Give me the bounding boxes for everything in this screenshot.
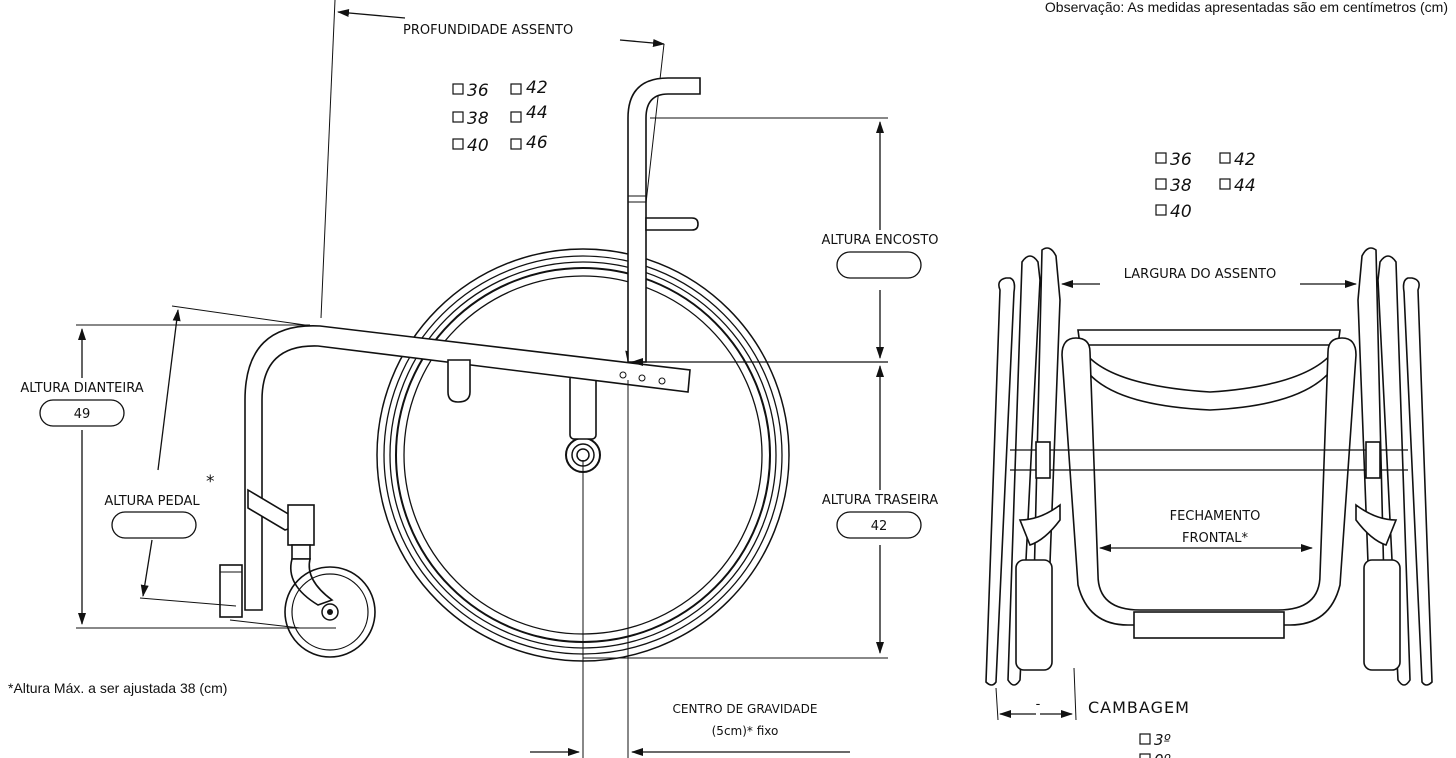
seat-width-checkbox-40[interactable]: [1155, 204, 1167, 216]
seat-depth-option-36: 36: [467, 81, 489, 101]
rear-height-value: 42: [871, 519, 888, 534]
seat-width-checkbox-38[interactable]: [1155, 178, 1167, 190]
rear-height-label: ALTURA TRASEIRA: [822, 493, 938, 508]
front-closure-label-line1: FECHAMENTO: [1170, 509, 1261, 524]
seat-width-option-38: 38: [1170, 176, 1192, 196]
seat-depth-checkbox-44[interactable]: [510, 111, 522, 123]
pedal-top-extension: [171, 305, 313, 327]
camber-value-dash: -: [1036, 697, 1041, 712]
seat-depth-extension-line: [320, 0, 336, 319]
seat-width-option-44: 44: [1234, 176, 1256, 196]
seat-depth-label: PROFUNDIDADE ASSENTO: [403, 23, 573, 38]
seat-depth-arrow-right: [619, 39, 665, 47]
front-height-value: 49: [74, 407, 91, 422]
seat-width-checkbox-36[interactable]: [1155, 152, 1167, 164]
front-closure-label-line2: FRONTAL*: [1182, 531, 1249, 546]
seat-frame: [219, 325, 691, 618]
pedal-bottom-extension: [139, 597, 237, 607]
seat-width-label: LARGURA DO ASSENTO: [1124, 267, 1276, 282]
cog-label-line2: (5cm)* fixo: [712, 724, 779, 738]
seat-width-checkbox-42[interactable]: [1219, 152, 1231, 164]
seat-depth-options: 36 38 40 42 44 46: [452, 78, 548, 156]
seat-width-option-40: 40: [1170, 202, 1192, 222]
camber-checkbox-0[interactable]: [1139, 753, 1151, 758]
camber-extension-right: [1073, 667, 1077, 721]
seat-depth-checkbox-46[interactable]: [510, 138, 522, 150]
backrest-height-field[interactable]: [836, 251, 922, 279]
pedal-height-asterisk: *: [206, 472, 215, 492]
seat-width-option-42: 42: [1234, 150, 1256, 170]
camber-option-0: 0º: [1154, 751, 1171, 758]
seat-width-options: 36 38 40 42 44: [1155, 150, 1256, 222]
front-footrest: [1133, 611, 1285, 639]
seat-width-option-36: 36: [1170, 150, 1192, 170]
rear-height-field[interactable]: [836, 511, 922, 539]
max-height-footnote: *Altura Máx. a ser ajustada 38 (cm): [8, 680, 227, 696]
camber-checkbox-3[interactable]: [1139, 733, 1151, 745]
side-view: PROFUNDIDADE ASSENTO 36 38 40 42 44 46: [8, 0, 939, 758]
front-caster: [229, 504, 376, 658]
seat-width-checkbox-44[interactable]: [1219, 178, 1231, 190]
pedal-height-arrow-up: [157, 309, 181, 471]
seat-depth-option-40: 40: [467, 136, 489, 156]
seat-depth-arrow-left: [337, 8, 406, 19]
observation-note: Observação: As medidas apresentadas são …: [1045, 0, 1448, 15]
seat-depth-checkbox-38[interactable]: [452, 111, 464, 123]
seat-depth-checkbox-36[interactable]: [452, 83, 464, 95]
seat-depth-option-46: 46: [526, 133, 548, 153]
pedal-height-label: ALTURA PEDAL: [104, 494, 200, 509]
front-view-seat: [1010, 329, 1408, 671]
pedal-height-field[interactable]: [111, 511, 197, 539]
backrest-height-label: ALTURA ENCOSTO: [821, 233, 938, 248]
front-view: 36 38 40 42 44: [985, 150, 1433, 758]
camber-option-3: 3º: [1154, 731, 1171, 749]
seat-depth-option-38: 38: [467, 109, 489, 129]
seat-depth-checkbox-40[interactable]: [452, 138, 464, 150]
front-height-field[interactable]: [39, 399, 125, 427]
camber-extension-left: [995, 687, 999, 721]
camber-label: CAMBAGEM: [1088, 698, 1190, 717]
seat-depth-option-44: 44: [526, 103, 548, 123]
front-height-label: ALTURA DIANTEIRA: [20, 381, 143, 396]
seat-depth-option-42: 42: [526, 78, 548, 98]
backrest-frame: [627, 77, 701, 363]
pedal-height-arrow-down: [140, 539, 153, 597]
seat-depth-checkbox-42[interactable]: [510, 83, 522, 95]
cog-label-line1: CENTRO DE GRAVIDADE: [673, 702, 818, 716]
